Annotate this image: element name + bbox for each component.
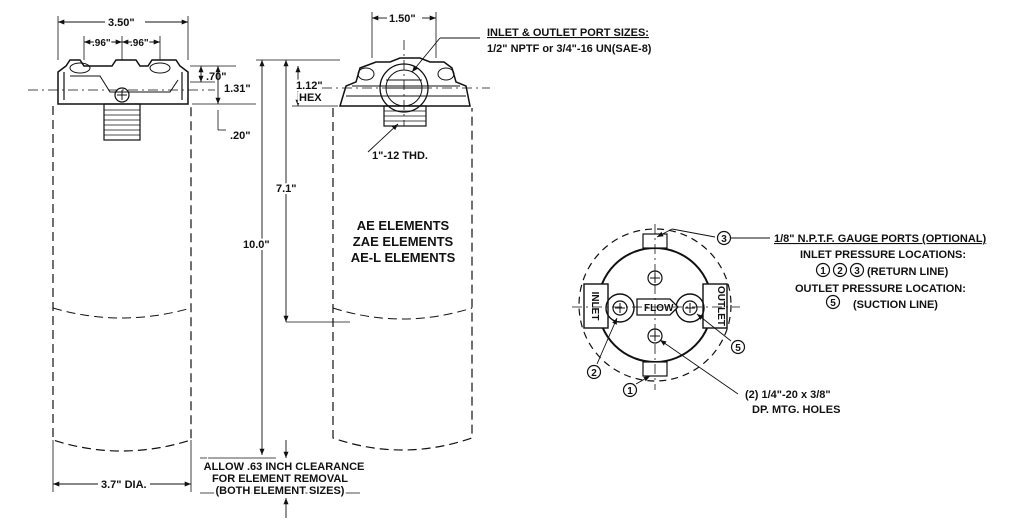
inlet-port-icon (612, 300, 628, 316)
top-view-callouts: 3 2 1 5 (2) 1/4"-20 x 3/8" DP. MTG. HOLE… (586, 228, 840, 416)
dim-height-070: .70" (206, 71, 227, 83)
pressure-notes: 1/8" N.P.T.F. GAUGE PORTS (OPTIONAL) INL… (774, 233, 987, 311)
inlet-label: INLET (589, 292, 600, 321)
right-filter-bowl (332, 108, 473, 451)
left-filter-bowl (52, 106, 192, 452)
dim-hex-label: HEX (299, 92, 322, 104)
outlet-pressure-desc: (SUCTION LINE) (853, 299, 938, 311)
right-top-dimensions: 1.50" INLET & OUTLET PORT SIZES: 1/2" NP… (367, 12, 652, 162)
outlet-num-5: 5 (830, 298, 836, 309)
element-zae: ZAE ELEMENTS (353, 234, 454, 249)
bottom-dimensions: 3.7" DIA. ALLOW .63 INCH CLEARANCE FOR E… (52, 440, 366, 499)
dim-width-350: 3.50" (108, 17, 135, 29)
callout-3: 3 (721, 234, 727, 245)
callout-5-icon (730, 339, 746, 355)
clearance-line-2: FOR ELEMENT REMOVAL (212, 473, 348, 485)
clearance-line-1: ALLOW .63 INCH CLEARANCE (204, 461, 365, 473)
vertical-dimensions: 10.0" 7.1" (200, 59, 360, 518)
left-head-dimensions: .70" 1.31" .20" (190, 65, 256, 142)
dim-height-71: 7.1" (276, 183, 297, 195)
left-filter-thread (103, 103, 141, 141)
element-ae-l: AE-L ELEMENTS (351, 250, 456, 265)
dim-height-131: 1.31" (224, 83, 251, 95)
gauge-port-icon (114, 87, 130, 103)
mounting-holes-line-2: DP. MTG. HOLES (752, 404, 840, 416)
callout-2: 2 (591, 368, 597, 379)
dim-height-100: 10.0" (243, 239, 270, 251)
dim-width-150: 1.50" (389, 13, 416, 25)
callout-5: 5 (735, 343, 741, 354)
callout-2-icon (586, 364, 602, 380)
dim-diameter: 3.7" DIA. (101, 479, 147, 491)
element-ae: AE ELEMENTS (357, 218, 450, 233)
mounting-holes-line-1: (2) 1/4"-20 x 3/8" (745, 389, 831, 401)
left-filter (28, 59, 215, 452)
left-filter-head (57, 59, 189, 105)
inlet-num-1: 1 (820, 266, 826, 277)
inlet-num-2: 2 (837, 266, 843, 277)
hex-dimension: 1.12" HEX (292, 66, 338, 107)
top-view-outer-circle (578, 228, 732, 382)
clearance-line-3: (BOTH ELEMENT SIZES) (216, 485, 345, 497)
inlet-pressure-title: INLET PRESSURE LOCATIONS: (800, 249, 966, 261)
thread-label: 1"-12 THD. (372, 150, 428, 162)
dim-width-096-a: .96" (92, 38, 111, 49)
callout-1: 1 (627, 386, 633, 397)
inlet-num-3: 3 (854, 266, 860, 277)
callout-1-icon (622, 382, 638, 398)
left-top-dimensions: 3.50" .96" .96" (57, 16, 189, 60)
outlet-pressure-title: OUTLET PRESSURE LOCATION: (795, 283, 966, 295)
ports-sizes: 1/2" NPTF or 3/4"-16 UN(SAE-8) (487, 43, 652, 55)
gauge-ports-note: 1/8" N.P.T.F. GAUGE PORTS (OPTIONAL) (774, 233, 987, 245)
element-list: AE ELEMENTS ZAE ELEMENTS AE-L ELEMENTS (351, 218, 456, 265)
top-view: INLET OUTLET FLOW (572, 224, 740, 390)
ports-title: INLET & OUTLET PORT SIZES: (487, 27, 649, 39)
right-filter (322, 40, 490, 451)
dim-hex-112: 1.12" (296, 80, 323, 92)
dim-width-096-b: .96" (130, 38, 149, 49)
callout-3-icon (716, 230, 732, 246)
flow-label: FLOW (644, 303, 674, 314)
dim-depth-020: .20" (230, 130, 251, 142)
outlet-port-icon (682, 300, 698, 316)
outlet-label: OUTLET (715, 286, 726, 326)
right-filter-head (338, 57, 471, 107)
inlet-pressure-desc: (RETURN LINE) (867, 266, 949, 278)
